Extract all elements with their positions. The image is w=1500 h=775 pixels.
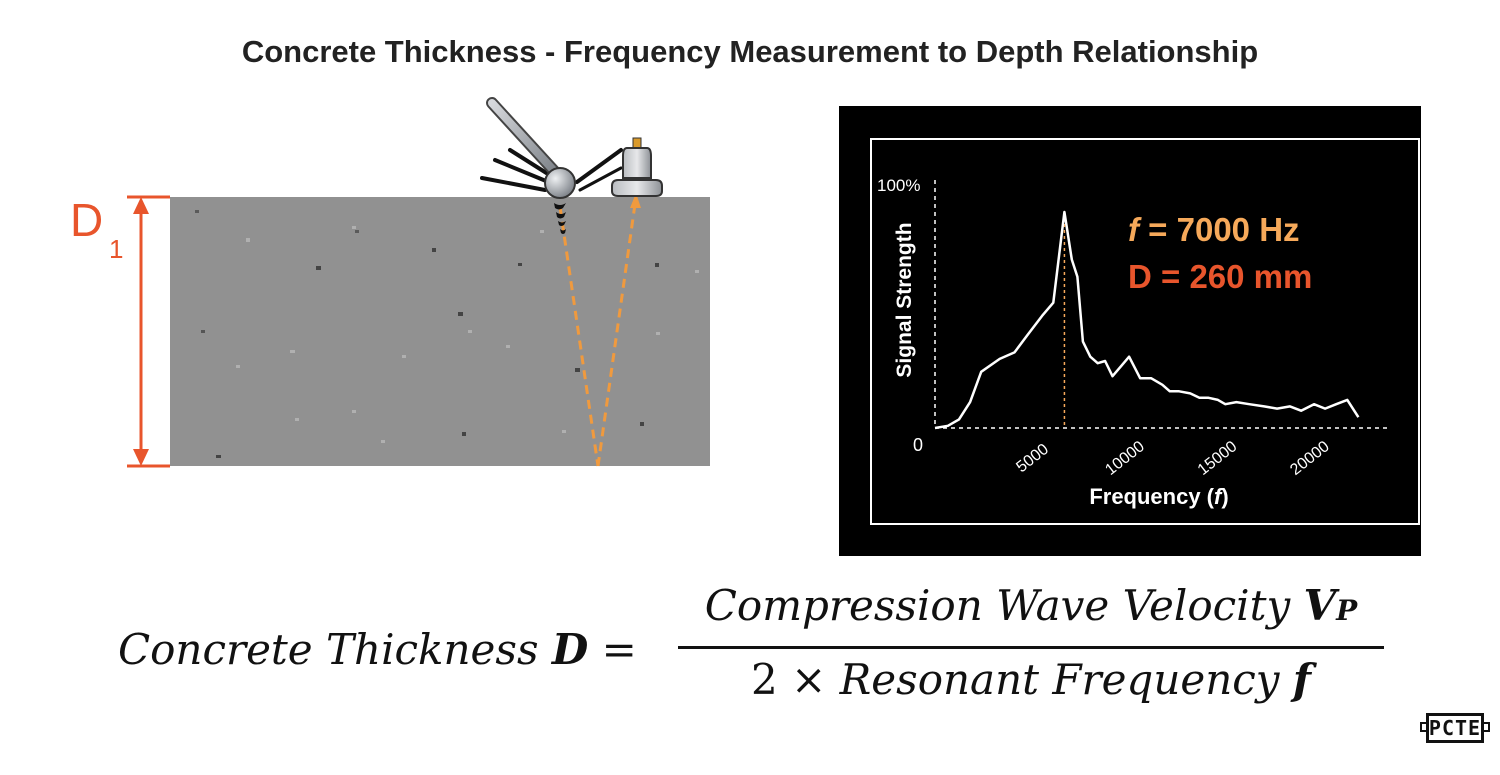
- x-axis-label: Frequency (f): [1089, 484, 1228, 509]
- frequency-annotation-value: = 7000 Hz: [1139, 211, 1300, 248]
- formula-denominator-text: Resonant Frequency: [839, 655, 1293, 704]
- frequency-annotation-var: f: [1128, 211, 1142, 248]
- formula-numerator-text: Compression Wave Velocity: [704, 581, 1304, 630]
- aggregate-specks: [195, 210, 699, 458]
- x-axis-label-var: f: [1214, 484, 1224, 509]
- depth-dimension-arrow: [127, 195, 170, 468]
- page-title: Concrete Thickness - Frequency Measureme…: [241, 34, 1259, 69]
- formula-lhs-var: D: [551, 625, 589, 674]
- impactor-hammer: [486, 97, 576, 199]
- logo-tab-right: [1484, 722, 1490, 732]
- logo-tab-left: [1420, 722, 1426, 732]
- pcte-logo: PCTE: [1426, 713, 1484, 743]
- depth-annotation: D = 260 mm: [1128, 258, 1312, 295]
- impact-wave-marks: [554, 203, 566, 234]
- depth-label-subscript: 1: [109, 234, 123, 264]
- depth-label: D: [70, 194, 103, 246]
- y-axis-label: Signal Strength: [893, 222, 916, 377]
- receiver-sensor: [611, 137, 663, 197]
- formula-numerator-sub: P: [1336, 594, 1358, 627]
- thickness-formula: Concrete Thickness D = Compression Wave …: [0, 575, 1500, 725]
- x-axis-label-text: Frequency (: [1089, 484, 1214, 509]
- formula-numerator-var: V: [1303, 581, 1337, 630]
- formula-lhs-text: Concrete Thickness: [118, 625, 552, 674]
- fraction-bar: [678, 646, 1384, 649]
- impact-burst-lines: [480, 148, 623, 192]
- spectrum-series-line: [934, 210, 1360, 430]
- y-top-label: 100%: [877, 176, 920, 195]
- concrete-slab: [170, 197, 710, 466]
- formula-equals: =: [588, 625, 637, 674]
- formula-numerator: Compression Wave Velocity VP: [678, 581, 1384, 630]
- y-zero-label: 0: [913, 435, 923, 455]
- formula-denominator-two: 2 ×: [751, 655, 840, 704]
- formula-denominator: 2 × Resonant Frequency f: [678, 655, 1384, 704]
- wave-ray-path: [558, 196, 638, 467]
- formula-lhs: Concrete Thickness D =: [118, 625, 637, 674]
- x-axis-label-end: ): [1221, 484, 1228, 509]
- frequency-annotation: f = 7000 Hz: [1128, 211, 1300, 248]
- ray-arrowhead: [630, 193, 641, 208]
- formula-denominator-var: f: [1292, 655, 1311, 704]
